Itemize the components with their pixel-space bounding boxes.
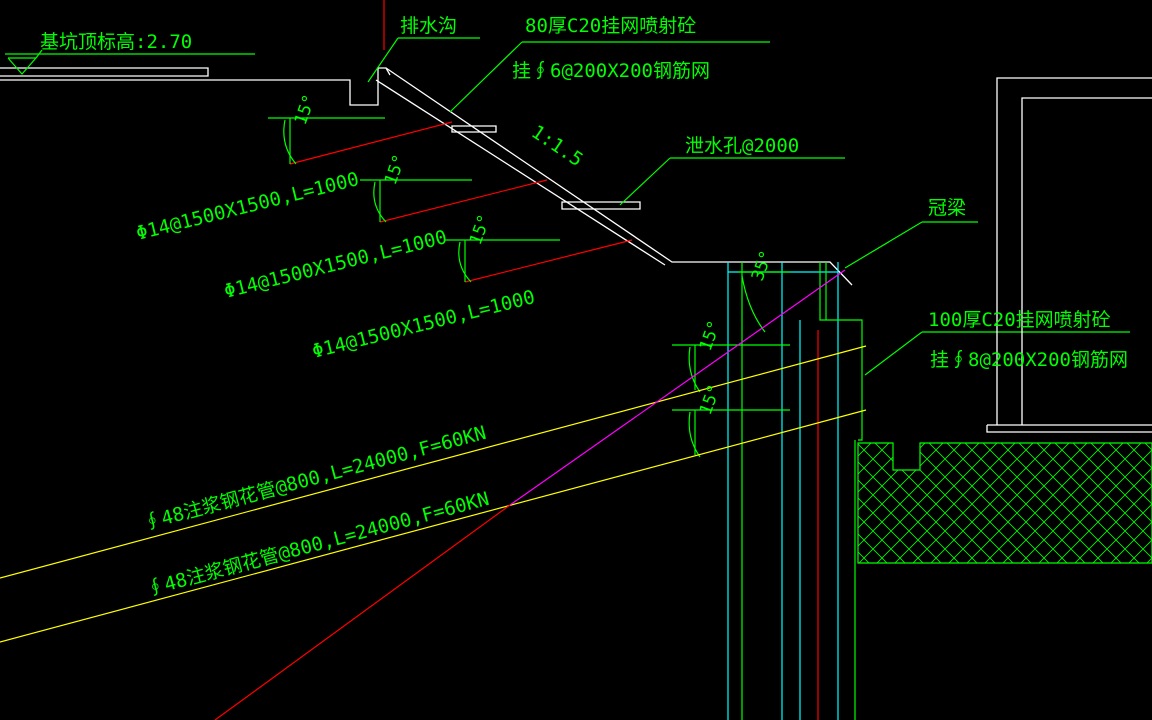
ground-surface bbox=[0, 67, 391, 106]
nail-angle-label-2: 15° bbox=[381, 152, 410, 188]
slope-ratio-label: 1:1.5 bbox=[527, 121, 587, 171]
shotcrete-top-label-2: 挂∮6@200X200钢筋网 bbox=[512, 60, 710, 82]
pile-wall-green bbox=[741, 262, 863, 720]
drain-ditch-leader bbox=[367, 37, 480, 83]
red-inclined-line bbox=[214, 504, 511, 720]
drain-ditch-label: 排水沟 bbox=[400, 15, 457, 37]
weep-hole-leader bbox=[619, 157, 845, 206]
shotcrete-pile-label-2: 挂∮8@200X200钢筋网 bbox=[930, 349, 1128, 371]
shotcrete-pile-label-1: 100厚C20挂网喷射砼 bbox=[928, 309, 1111, 331]
shotcrete-pile-leader bbox=[864, 331, 1130, 376]
excavation-base bbox=[857, 442, 1152, 564]
pile-angle-label-1: 15° bbox=[696, 318, 725, 354]
adjacent-building bbox=[986, 77, 1152, 433]
pile-angle-label-2: 15° bbox=[696, 382, 725, 418]
nail-angle-label-3: 15° bbox=[466, 212, 495, 248]
nail-angle-label-1: 15° bbox=[291, 92, 320, 128]
slope-face bbox=[375, 67, 853, 286]
soil-nail-label-1: Φ14@1500X1500,L=1000 bbox=[134, 168, 361, 245]
pile-angle-label-35: 35° bbox=[748, 248, 777, 284]
shotcrete-top-label-1: 80厚C20挂网喷射砼 bbox=[525, 15, 696, 37]
pile-angle-markers bbox=[672, 271, 790, 458]
crown-beam-label: 冠梁 bbox=[928, 197, 966, 219]
elevation-marker bbox=[5, 49, 255, 75]
crown-beam-leader bbox=[844, 221, 978, 269]
anchor-pipes bbox=[0, 345, 867, 643]
soil-nails bbox=[289, 121, 633, 283]
soil-nail-label-2: Φ14@1500X1500,L=1000 bbox=[222, 226, 449, 303]
soil-nail-label-3: Φ14@1500X1500,L=1000 bbox=[310, 286, 537, 363]
shotcrete-top-leader bbox=[449, 41, 770, 113]
pile-wall bbox=[727, 262, 839, 720]
pit-top-elevation-label: 基坑顶标高:2.70 bbox=[40, 31, 192, 53]
weep-hole-label: 泄水孔@2000 bbox=[685, 135, 799, 157]
magenta-inclined-line bbox=[509, 269, 846, 506]
nail-angle-markers bbox=[268, 117, 560, 283]
